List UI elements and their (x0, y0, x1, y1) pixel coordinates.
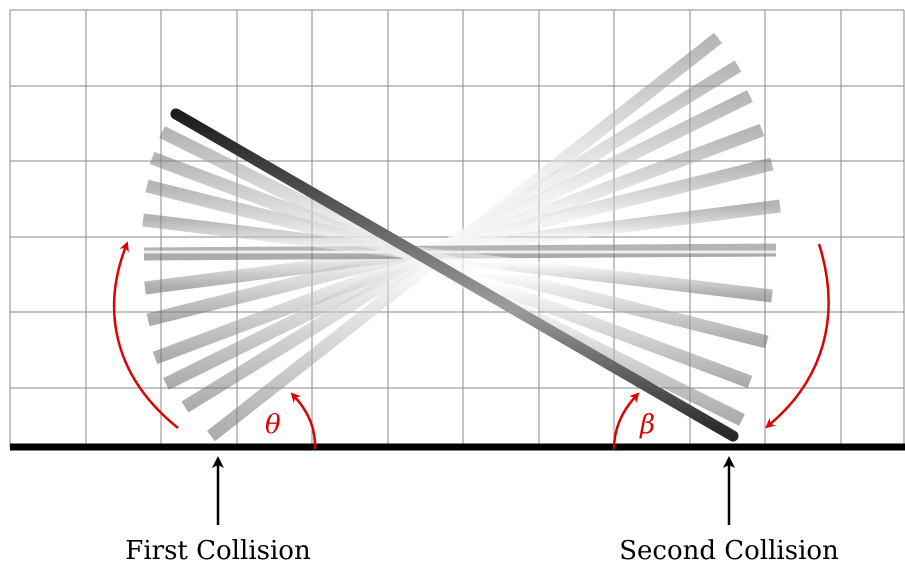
ghost-rod (145, 179, 769, 349)
first-collision-label: First Collision (125, 536, 311, 561)
beta-angle-arc (612, 392, 640, 450)
right-rotation-arrow (765, 243, 830, 429)
theta-label: θ (265, 410, 281, 440)
main-rod (170, 108, 739, 442)
background-grid (9, 9, 905, 448)
second-collision-label: Second Collision (619, 536, 839, 561)
left-rotation-arrow (112, 241, 179, 429)
theta-angle-arc (290, 392, 317, 450)
beta-label: β (639, 410, 655, 440)
